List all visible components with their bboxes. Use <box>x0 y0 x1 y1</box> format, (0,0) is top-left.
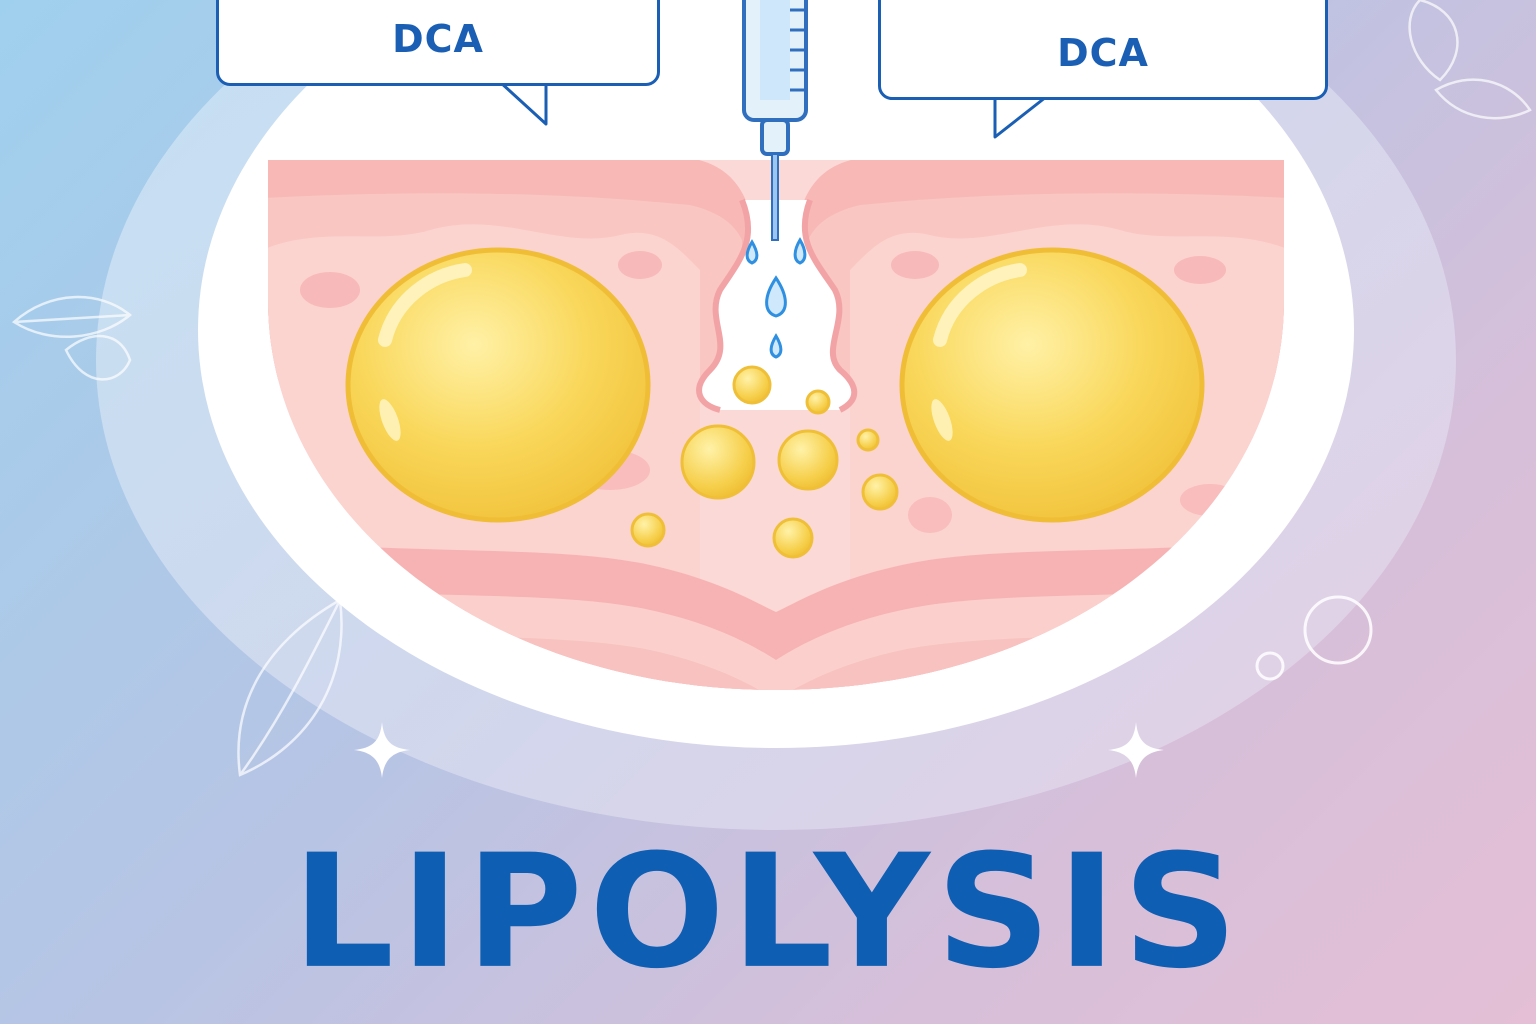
dca-label-right: DCA <box>1057 31 1149 75</box>
leaf-icon <box>11 0 1532 777</box>
fat-droplets <box>630 365 899 559</box>
dca-callout-left: DCA <box>216 0 660 86</box>
syringe-icon <box>742 0 808 241</box>
sparkle-icon <box>354 722 1164 778</box>
droplet-icon <box>745 237 807 359</box>
callout-tail-right <box>993 95 1047 139</box>
dca-callout-right: DCA <box>878 0 1328 100</box>
fat-cell-right <box>899 247 1205 523</box>
fat-cell-left <box>345 247 651 523</box>
page-title: LIPOLYSIS <box>292 819 1244 1004</box>
dca-label-left: DCA <box>392 17 484 61</box>
bubble-icon <box>1255 595 1373 681</box>
callout-tail-left <box>498 80 548 126</box>
